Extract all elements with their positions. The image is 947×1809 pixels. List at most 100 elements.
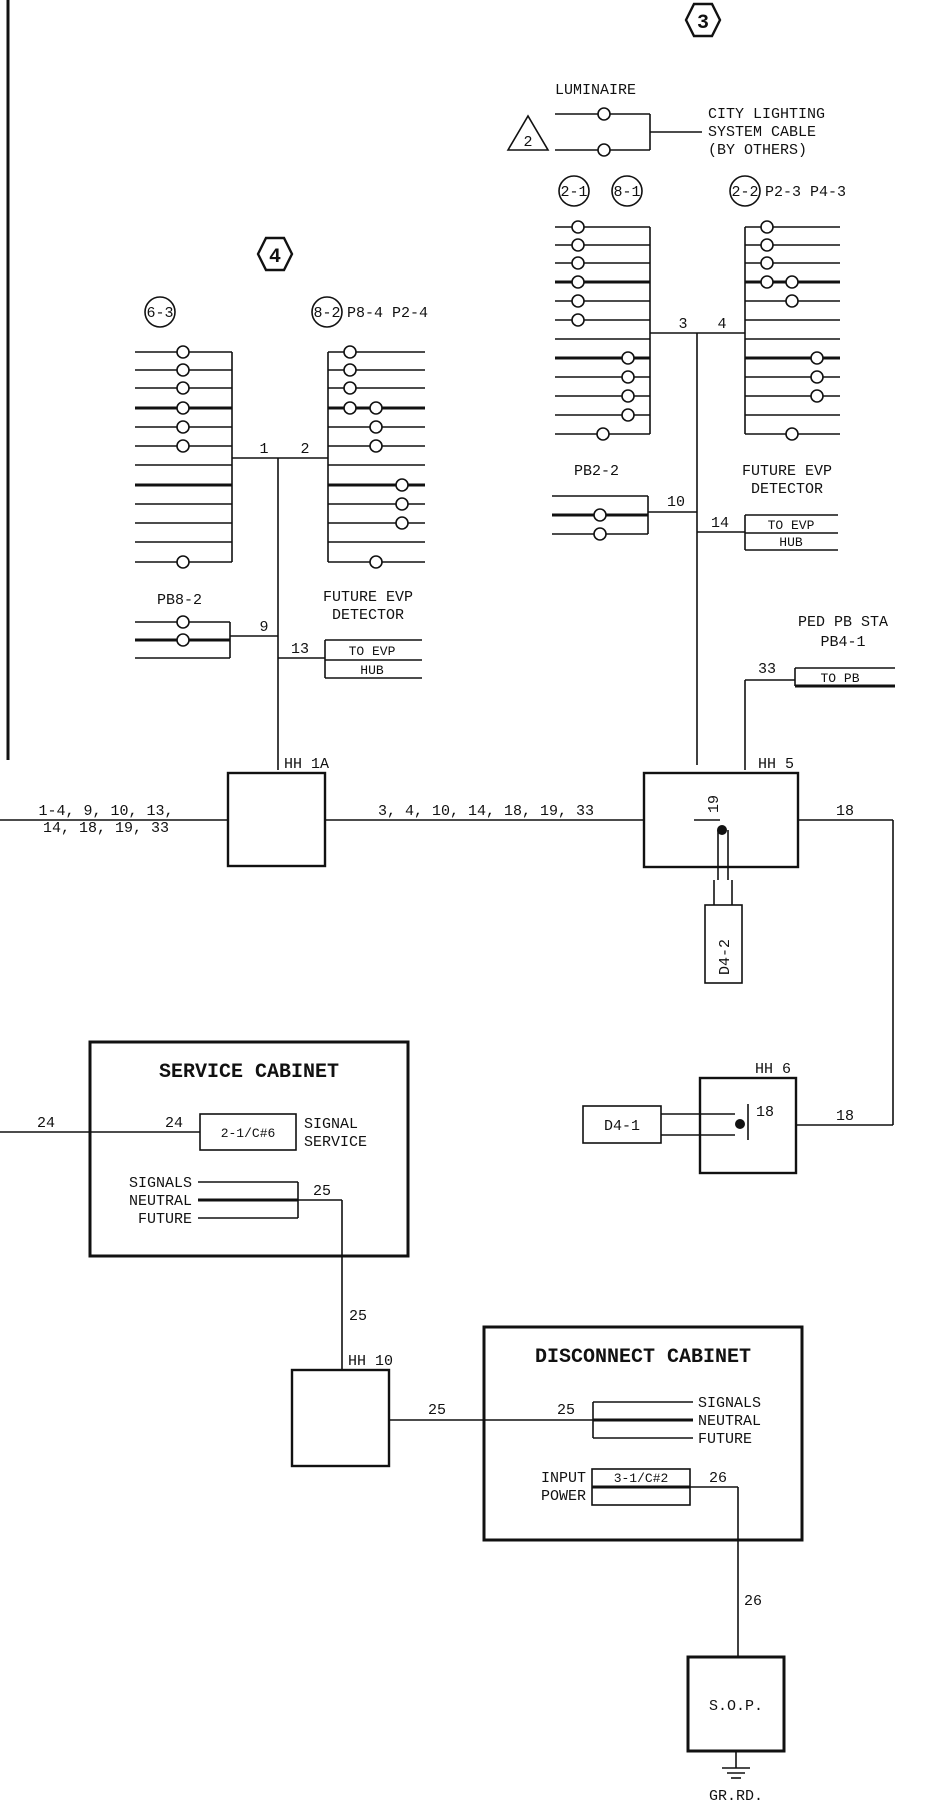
city-cable-label-3: (BY OTHERS): [708, 142, 807, 159]
hh6-label: HH 6: [755, 1061, 791, 1078]
detector-d4-1-loop: [582, 1104, 749, 1144]
ped-label-1: PED PB STA: [798, 614, 888, 631]
wire-3-label: 3: [678, 316, 687, 333]
disconnect-signals-label: SIGNALS: [698, 1395, 761, 1412]
head-2-2: 2-2: [729, 175, 761, 207]
wire-1-label: 1: [259, 441, 268, 458]
ground-label: GR.RD.: [709, 1788, 763, 1805]
svg-text:2-2: 2-2: [731, 184, 758, 201]
signal-service-label-1: SIGNAL: [304, 1116, 358, 1133]
evp-left-to-evp: TO EVP: [349, 644, 396, 659]
evp-left-label-1: FUTURE EVP: [323, 589, 413, 606]
run-left-label-1: 1-4, 9, 10, 13,: [38, 803, 173, 820]
head-p8-4-p2-4: P8-4 P2-4: [347, 305, 428, 322]
evp-right-hub: [697, 514, 838, 551]
wire-25-d-label: 25: [557, 1402, 575, 1419]
wire-25-c-label: 25: [428, 1402, 446, 1419]
svg-text:4: 4: [269, 246, 281, 269]
evp-right-label-1: FUTURE EVP: [742, 463, 832, 480]
input-power-box: [591, 1468, 739, 1657]
power-label: POWER: [541, 1488, 586, 1505]
service-neutral-label: NEUTRAL: [129, 1193, 192, 1210]
service-cabinet-title: SERVICE CABINET: [159, 1061, 339, 1084]
run-left-label-2: 14, 18, 19, 33: [43, 820, 169, 837]
service-wire-box: [199, 1113, 297, 1151]
wire-2-label: 2: [300, 441, 309, 458]
svg-text:2: 2: [523, 134, 532, 151]
evp-left-hub: [278, 639, 422, 679]
ped-pb-station: [744, 667, 895, 770]
evp-right-to-evp: TO EVP: [768, 518, 815, 533]
ped-label-2: PB4-1: [820, 634, 865, 651]
signal-bundle-6-3: [135, 345, 233, 569]
wire-18-c-label: 18: [756, 1104, 774, 1121]
wire-25-b-label: 25: [349, 1308, 367, 1325]
luminaire-cable: [555, 107, 702, 157]
signal-service-label-2: SERVICE: [304, 1134, 367, 1151]
run-mid-label: 3, 4, 10, 14, 18, 19, 33: [378, 803, 594, 820]
note-triangle-2: 2: [506, 114, 550, 151]
wire-19-label: 19: [706, 795, 723, 813]
svg-text:2-1: 2-1: [560, 184, 587, 201]
wire-13-label: 13: [291, 641, 309, 658]
luminaire-label: LUMINAIRE: [555, 82, 636, 99]
evp-left-hub-label: HUB: [360, 663, 384, 678]
wire-14-label: 14: [711, 515, 729, 532]
svg-text:8-2: 8-2: [313, 305, 340, 322]
head-8-1: 8-1: [611, 175, 643, 207]
sop-label: S.O.P.: [709, 1698, 763, 1715]
signal-bundle-2-2: [744, 220, 840, 441]
sheet-marker-4: 4: [256, 236, 294, 272]
svg-text:6-3: 6-3: [146, 305, 173, 322]
input-label: INPUT: [541, 1470, 586, 1487]
wire-9-label: 9: [259, 619, 268, 636]
pb2-2-switch: [552, 495, 697, 541]
sheet-marker-3: 3: [684, 2, 722, 38]
city-cable-label-1: CITY LIGHTING: [708, 106, 825, 123]
wire-25-a-label: 25: [313, 1183, 331, 1200]
signal-bundle-8-2: [327, 345, 425, 569]
detector-d4-2-loop: [694, 819, 743, 984]
service-wire-label: 2-1/C#6: [221, 1126, 276, 1141]
pb2-2-label: PB2-2: [574, 463, 619, 480]
head-6-3: 6-3: [144, 296, 176, 328]
pb8-2-switch: [135, 615, 278, 659]
disconnect-cabinet: [482, 1325, 804, 1542]
ground-icon: [722, 1751, 750, 1779]
wire-33-label: 33: [758, 661, 776, 678]
disconnect-cabinet-title: DISCONNECT CABINET: [535, 1346, 751, 1369]
head-8-2: 8-2: [311, 296, 343, 328]
ped-to-pb: TO PB: [820, 671, 859, 686]
wire-26-a-label: 26: [709, 1470, 727, 1487]
handhole-10: [290, 1368, 391, 1468]
service-future-label: FUTURE: [138, 1211, 192, 1228]
wire-18-a-label: 18: [836, 803, 854, 820]
disconnect-future-label: FUTURE: [698, 1431, 752, 1448]
wire-24-b-label: 24: [165, 1115, 183, 1132]
wire-10-label: 10: [667, 494, 685, 511]
pb8-2-label: PB8-2: [157, 592, 202, 609]
wire-18-b-label: 18: [836, 1108, 854, 1125]
hh5-label: HH 5: [758, 756, 794, 773]
d4-1-label: D4-1: [604, 1118, 640, 1135]
service-bus: [198, 1181, 343, 1370]
head-p2-3-p4-3: P2-3 P4-3: [765, 184, 846, 201]
evp-right-label-2: DETECTOR: [751, 481, 823, 498]
wire-4-label: 4: [717, 316, 726, 333]
city-cable-label-2: SYSTEM CABLE: [708, 124, 816, 141]
hh1a-label: HH 1A: [284, 756, 329, 773]
disconnect-bus: [592, 1401, 693, 1439]
evp-right-hub-label: HUB: [779, 535, 803, 550]
handhole-1a: [226, 771, 327, 868]
service-signals-label: SIGNALS: [129, 1175, 192, 1192]
wire-26-b-label: 26: [744, 1593, 762, 1610]
svg-text:3: 3: [697, 12, 709, 35]
head-2-1: 2-1: [558, 175, 590, 207]
d4-2-label: D4-2: [717, 939, 734, 975]
service-cabinet: [88, 1040, 410, 1258]
hh10-label: HH 10: [348, 1353, 393, 1370]
wire-24-a-label: 24: [37, 1115, 55, 1132]
svg-text:8-1: 8-1: [613, 184, 640, 201]
input-wire-label: 3-1/C#2: [614, 1471, 669, 1486]
